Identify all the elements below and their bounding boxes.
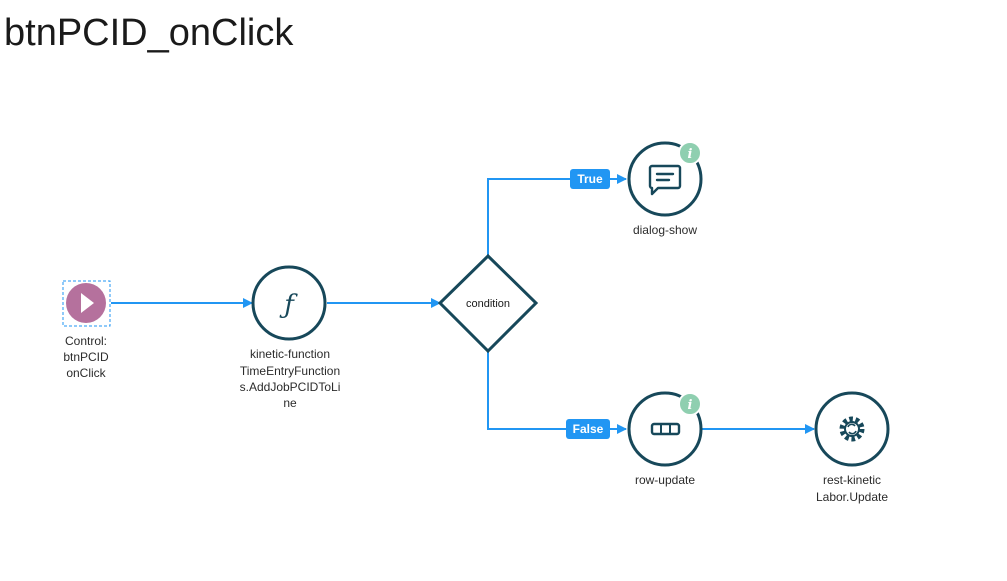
gear-icon [839,416,865,442]
edge-label-true[interactable]: True [570,169,610,189]
info-badge-icon[interactable]: i [678,141,702,165]
edge-label-true-text: True [577,172,603,186]
rest-kinetic-detail: Labor.Update [816,490,888,504]
start-label-line-3: onClick [66,366,106,380]
kinetic-function-node[interactable]: ƒ kinetic-function TimeEntryFunction s.A… [240,265,341,410]
message-icon [648,164,682,196]
page-title: btnPCID_onClick [4,12,294,54]
kinetic-function-type: kinetic-function [250,347,330,361]
function-icon: ƒ [279,290,298,320]
svg-text:i: i [688,398,693,413]
kinetic-function-circle [251,265,327,341]
svg-text:i: i [688,147,693,162]
condition-diamond [437,253,539,354]
dialog-show-type: dialog-show [633,223,697,237]
row-update-type: row-update [635,473,695,487]
rest-kinetic-node[interactable]: rest-kinetic Labor.Update [814,391,890,504]
play-icon [81,293,94,313]
start-label-line-1: Control: [65,334,107,348]
edge-label-false-text: False [573,422,604,436]
kinetic-function-detail-line-1: TimeEntryFunction [240,364,340,378]
row-icon [650,422,681,436]
edge-label-false[interactable]: False [566,419,610,439]
condition-label: condition [466,298,510,310]
start-node[interactable]: Control: btnPCID onClick [62,280,111,380]
condition-node[interactable]: condition [437,253,539,354]
row-update-node[interactable]: i row-update [627,391,703,487]
start-node-selection [62,280,111,327]
rest-kinetic-type: rest-kinetic [823,473,881,487]
kinetic-function-detail-line-2: s.AddJobPCIDToLi [240,380,341,394]
edge-condition-true[interactable] [487,174,627,256]
rest-kinetic-circle [814,391,890,467]
start-label-line-2: btnPCID [63,350,109,364]
edge-condition-false[interactable] [487,351,627,434]
kinetic-function-detail-line-3: ne [283,396,297,410]
info-badge-icon[interactable]: i [678,392,702,416]
dialog-show-node[interactable]: i dialog-show [627,141,703,237]
